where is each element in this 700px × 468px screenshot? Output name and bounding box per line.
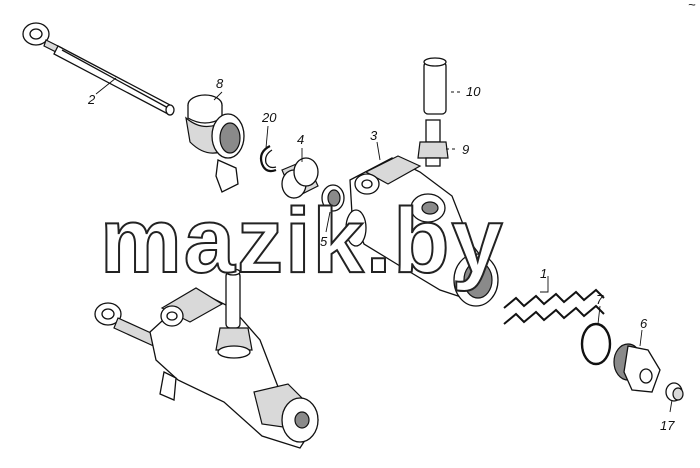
spring-part-1: [503, 288, 605, 325]
corner-mark: ~: [688, 0, 696, 12]
watermark-text: mazik.by: [100, 190, 505, 292]
callout-9: 9: [462, 142, 469, 157]
callout-8: 8: [216, 76, 224, 91]
push-rod-part-2: [22, 22, 175, 116]
callout-2: 2: [87, 92, 96, 107]
piston-part-4: [281, 157, 319, 199]
fitting-part-9: [417, 119, 449, 167]
cup-seal-part-5: [321, 184, 345, 212]
o-ring-part-7: [580, 322, 612, 366]
leader-lines: [95, 77, 673, 413]
callout-3: 3: [370, 128, 378, 143]
callout-6: 6: [640, 316, 648, 331]
callout-1: 1: [540, 266, 547, 281]
callout-7: 7: [596, 292, 604, 307]
callout-10: 10: [466, 84, 481, 99]
boot-part-8: [185, 94, 245, 193]
cylinder-body-part-3: [345, 155, 499, 307]
retaining-ring-part-20: [259, 145, 277, 173]
plug-nut-part-6: [613, 343, 661, 393]
callout-20: 20: [261, 110, 277, 125]
assembled-cylinder: [94, 268, 319, 449]
callout-5: 5: [320, 234, 328, 249]
cap-part-17: [665, 382, 684, 402]
callout-17: 17: [660, 418, 675, 433]
callout-4: 4: [297, 132, 304, 147]
tube-part-10: [423, 57, 447, 115]
